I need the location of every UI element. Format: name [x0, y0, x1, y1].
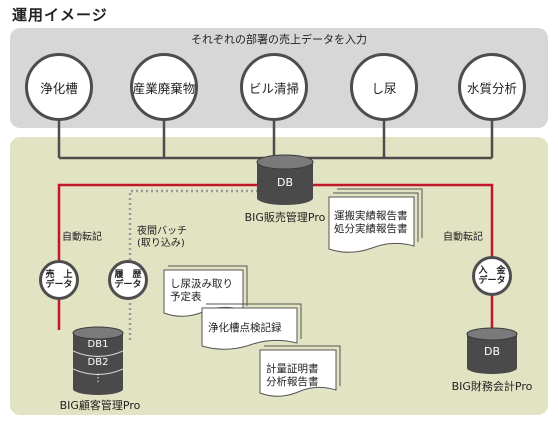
accounting-db-cylinder: [466, 327, 518, 374]
dept-septic-tank: 浄化槽: [25, 53, 93, 121]
doc-inspection-shape: [201, 307, 298, 350]
accounting-db-label: DB: [483, 345, 501, 358]
customer-db-label-more: ⋮: [93, 373, 103, 384]
accounting-db-caption: BIG財務会計Pro: [451, 380, 533, 393]
sales-data-bubble: 売 上 データ: [39, 260, 79, 300]
auto-transfer-left-label: 自動転記: [62, 232, 102, 243]
doc-measure-text: 計量証明書 分析報告書: [266, 363, 319, 388]
deposit-data-bubble: 入 金 データ: [472, 256, 512, 296]
doc-schedule-text: し尿汲み取り 予定表: [170, 278, 233, 303]
night-batch-label: 夜間バッチ (取り込み): [137, 226, 187, 249]
dept-human-waste: し尿: [350, 53, 418, 121]
customer-db-cylinder: [72, 326, 124, 395]
customer-db-label-1: DB1: [87, 339, 109, 350]
departments-panel-label: それぞれの部署の売上データを入力: [191, 33, 367, 46]
auto-transfer-right-label: 自動転記: [443, 232, 483, 243]
doc-inspection-text: 浄化槽点検記録: [208, 322, 282, 334]
dept-water-analysis: 水質分析: [458, 53, 526, 121]
customer-db-caption: BIG顧客管理Pro: [59, 399, 141, 412]
page-title: 運用イメージ: [12, 6, 108, 24]
sales-db-label: DB: [276, 176, 294, 189]
dept-industrial-waste: 産業廃棄物: [130, 53, 198, 121]
customer-db-label-2: DB2: [87, 357, 109, 368]
doc-transport-shape: [328, 196, 415, 253]
history-data-bubble: 履 歴 データ: [108, 260, 148, 300]
doc-transport-text: 運搬実績報告書 処分実績報告書: [334, 210, 408, 235]
sales-db-cylinder: [256, 154, 314, 205]
dept-building-cleaning: ビル清掃: [240, 53, 308, 121]
doc-measure-shape: [259, 349, 337, 397]
sales-db-caption: BIG販売管理Pro: [244, 211, 326, 224]
